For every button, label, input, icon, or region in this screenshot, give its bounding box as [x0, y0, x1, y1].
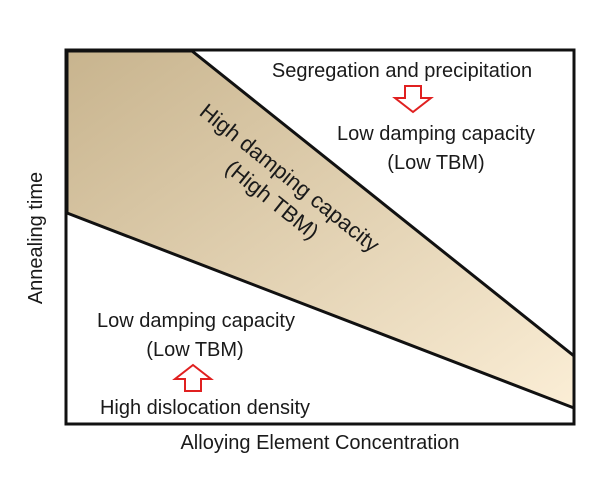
lower-tbm-label: (Low TBM): [146, 339, 243, 361]
lower-cause-label: High dislocation density: [100, 397, 310, 419]
upper-damping-label: Low damping capacity: [337, 123, 535, 145]
up-arrow-icon: [172, 363, 214, 392]
lower-damping-label: Low damping capacity: [97, 310, 295, 332]
high-damping-band: [65, 49, 576, 411]
y-axis-label: Annealing time: [25, 172, 47, 304]
upper-cause-label: Segregation and precipitation: [272, 60, 532, 82]
x-axis-label: Alloying Element Concentration: [180, 432, 459, 454]
down-arrow-icon: [392, 85, 434, 114]
upper-tbm-label: (Low TBM): [387, 152, 484, 174]
